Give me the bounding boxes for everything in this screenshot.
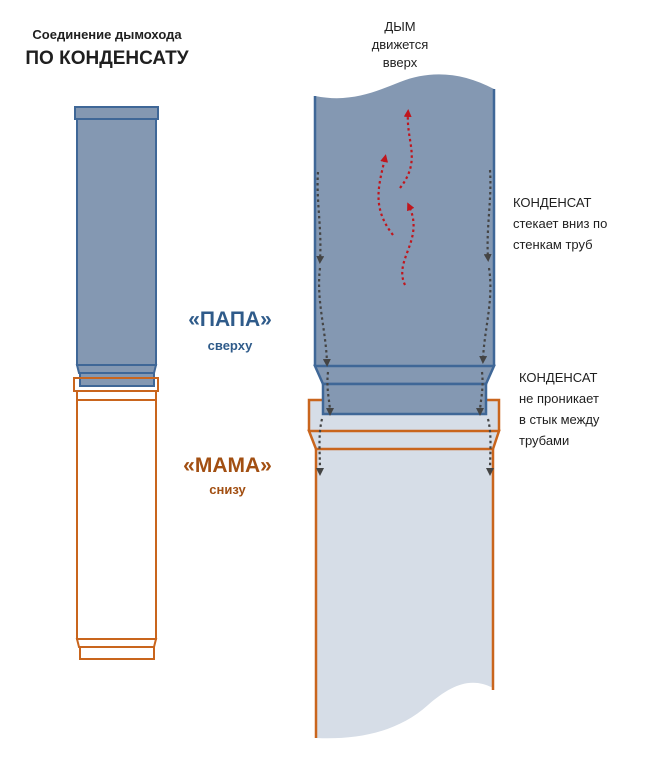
- large-male-spigot: [321, 382, 488, 416]
- small-female-neck: [76, 390, 157, 401]
- condensate-down-line1: КОНДЕНСАТ: [513, 195, 592, 210]
- large-female-fill: [309, 400, 499, 739]
- condensate-left-1: [316, 171, 325, 264]
- small-male-pipe: [74, 106, 159, 387]
- condensate-joint-note: КОНДЕНСАТ не проникает в стык между труб…: [519, 367, 649, 451]
- diagram-title-line2: ПО КОНДЕНСАТУ: [25, 48, 189, 69]
- large-male-pipe: [313, 74, 496, 416]
- small-female-body: [76, 399, 157, 640]
- smoke-note-line2: движется: [371, 37, 429, 52]
- condensate-down-line2: стекает вниз по: [513, 216, 608, 231]
- large-female-taper: [307, 429, 501, 451]
- condensate-right-3: [476, 371, 485, 416]
- condensate-joint-line1: КОНДЕНСАТ: [519, 370, 598, 385]
- small-female-spigot: [79, 646, 155, 660]
- smoke-note-line1: ДЫМ: [384, 19, 416, 34]
- condensate-left-3: [325, 371, 334, 416]
- condensate-joint-line3: в стык между: [519, 412, 600, 427]
- small-male-taper: [75, 364, 158, 374]
- small-male-body: [76, 118, 157, 366]
- small-female-taper: [75, 638, 158, 648]
- male-label: «ПАПА»: [188, 308, 272, 331]
- large-male-body: [315, 74, 494, 367]
- smoke-arrow-2: [377, 154, 394, 236]
- condensate-joint-line4: трубами: [519, 433, 570, 448]
- condensate-joint-line2: не проникает: [519, 391, 599, 406]
- smoke-arrows: [377, 109, 415, 286]
- condensate-arrows: [315, 169, 495, 476]
- smoke-arrow-1: [399, 109, 413, 189]
- condensate-down-line3: стенкам труб: [513, 237, 593, 252]
- condensate-right-1: [483, 169, 492, 262]
- condensate-right-2: [479, 267, 492, 364]
- small-male-spigot: [79, 372, 155, 387]
- large-male-taper: [313, 364, 496, 386]
- small-male-cap: [74, 106, 159, 120]
- male-sublabel: сверху: [207, 338, 253, 353]
- smoke-note-line3: вверх: [382, 55, 418, 70]
- female-sublabel: снизу: [209, 482, 246, 497]
- female-label: «МАМА»: [183, 454, 272, 477]
- condensate-down-note: КОНДЕНСАТ стекает вниз по стенкам труб: [513, 192, 643, 255]
- diagram-title-line1: Соединение дымохода: [32, 27, 182, 42]
- small-female-pipe: [73, 377, 159, 660]
- large-female-pipe: [307, 398, 501, 739]
- smoke-note: ДЫМ движется вверх: [340, 18, 460, 72]
